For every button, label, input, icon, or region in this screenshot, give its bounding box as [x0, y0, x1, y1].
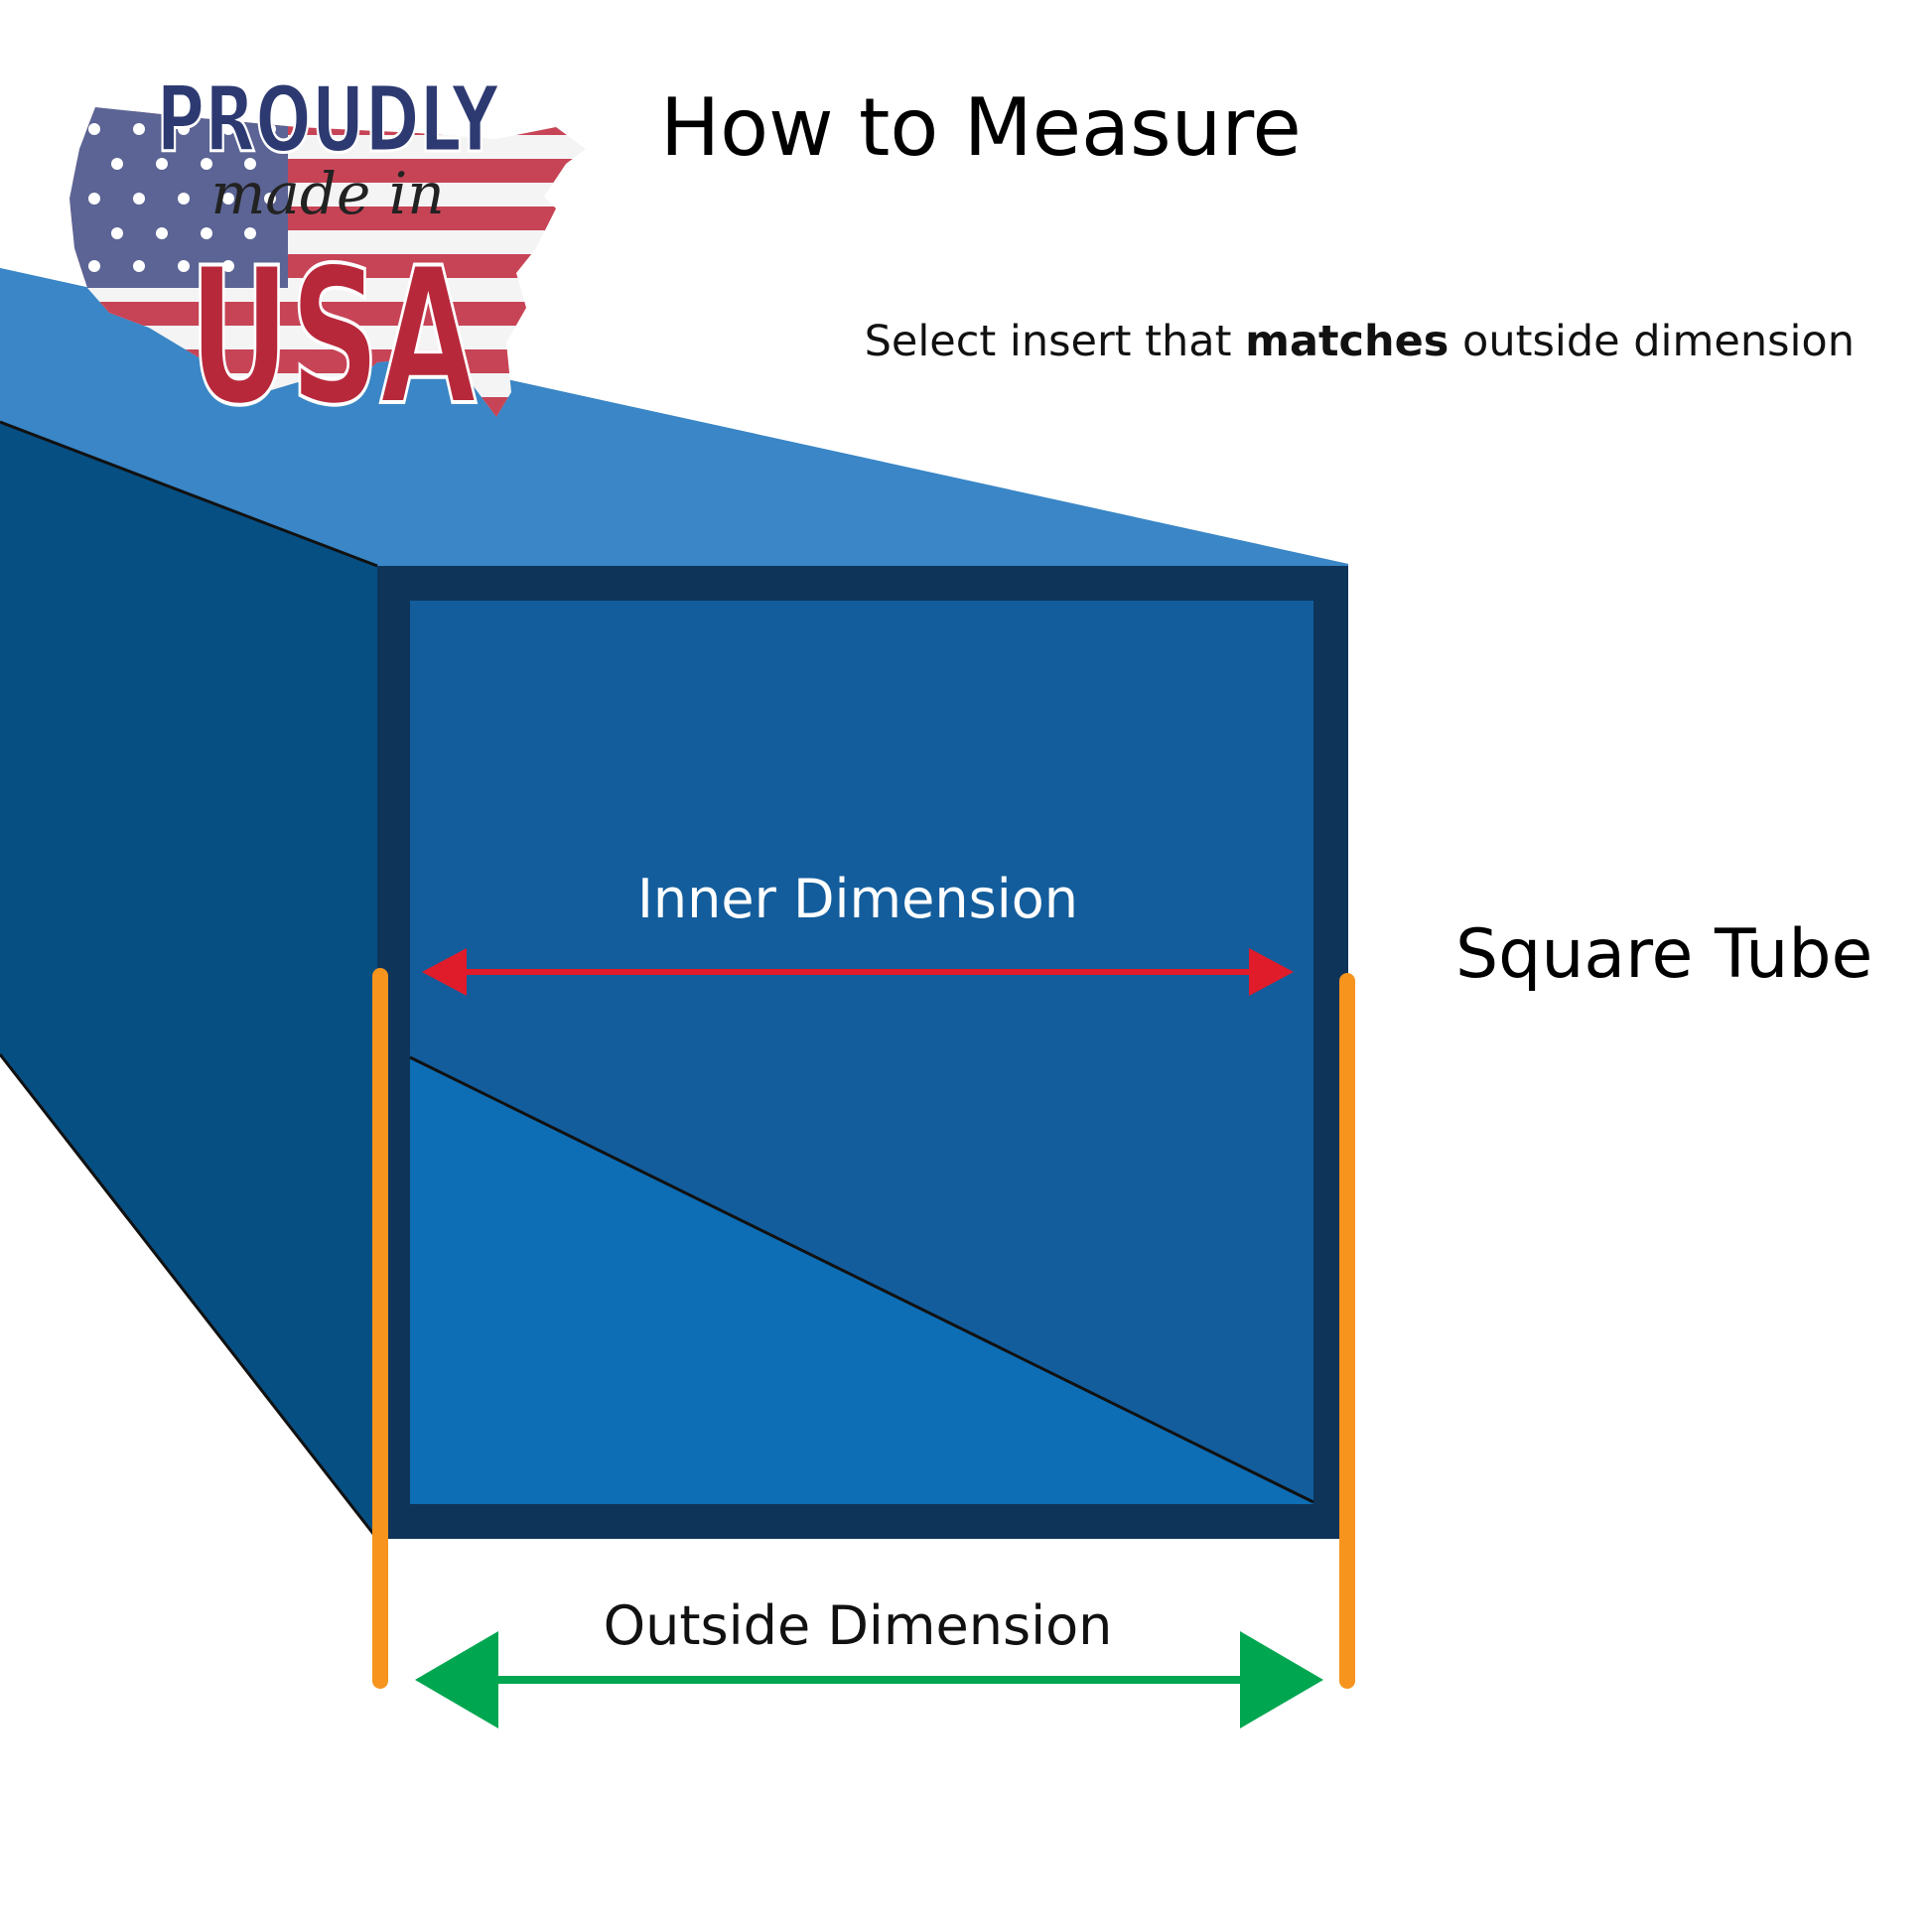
inner-arrow-left-head	[422, 948, 467, 996]
page-title: How to Measure	[660, 81, 1302, 174]
outside-dimension-label: Outside Dimension	[604, 1594, 1113, 1657]
outside-arrow-right-head	[1240, 1631, 1323, 1728]
logo-proudly: PROUDLY	[157, 67, 500, 173]
instruction-text: Select insert that matches outside dimen…	[865, 317, 1855, 366]
instruction-suffix: outside dimension	[1449, 317, 1855, 366]
outside-arrow-left-head	[415, 1631, 498, 1728]
inner-arrow-right-head	[1249, 948, 1294, 996]
logo-usa: USA	[189, 227, 477, 447]
inner-dimension-label: Inner Dimension	[637, 868, 1078, 930]
tube-bottom-edge	[0, 1053, 379, 1540]
square-tube-label: Square Tube	[1455, 915, 1872, 994]
instruction-bold: matches	[1245, 317, 1449, 366]
tube-side-face	[0, 422, 377, 1539]
instruction-prefix: Select insert that	[865, 317, 1246, 366]
tube-inner-diagonal	[409, 1055, 1314, 1504]
tube-top-edge	[0, 420, 378, 568]
logo-made-in: made in	[210, 160, 444, 227]
